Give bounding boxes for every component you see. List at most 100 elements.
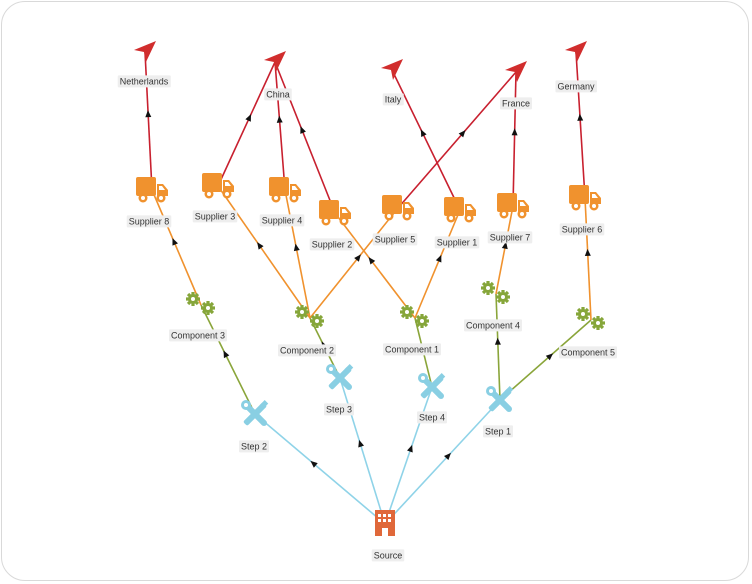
node-label-bg — [238, 440, 270, 453]
gears-icon — [481, 281, 510, 304]
arrowhead-comp2-to-sup5 — [354, 254, 361, 262]
node-sup8[interactable]: Supplier 8 — [126, 177, 172, 228]
tools-icon — [241, 400, 269, 426]
tools-icon — [418, 373, 446, 399]
arrowhead-sup2-to-china — [300, 126, 306, 134]
node-label-bg — [559, 223, 605, 236]
truck-icon — [269, 177, 301, 203]
node-sup3[interactable]: Supplier 3 — [192, 173, 238, 223]
node-label-bg — [259, 214, 305, 227]
node-comp1[interactable]: Component 1 — [382, 305, 442, 356]
node-label: China — [266, 89, 290, 99]
edge-sup8-to-netherlands — [144, 51, 153, 191]
tools-icon — [326, 364, 354, 390]
node-label: Component 4 — [466, 320, 520, 330]
edge-source-to-step2 — [254, 413, 386, 525]
nodes-layer: Source Step 1 Step 2 Step 3 Step 4 Component … — [117, 41, 618, 562]
gears-icon — [400, 305, 429, 328]
gears-icon — [295, 305, 324, 328]
edge-step2-to-comp3 — [200, 304, 256, 415]
node-label: Supplier 1 — [437, 237, 478, 247]
node-step2[interactable]: Step 2 — [238, 400, 270, 453]
node-label-bg — [372, 233, 418, 246]
edge-comp2-to-sup3 — [217, 185, 311, 319]
node-label: Supplier 7 — [490, 232, 531, 242]
edge-sup7-to-france — [512, 71, 517, 207]
edge-sup5-to-france — [397, 71, 517, 209]
node-step4[interactable]: Step 4 — [416, 373, 448, 424]
node-source[interactable]: Source — [371, 510, 405, 562]
node-label: Supplier 4 — [262, 215, 303, 225]
node-label: Supplier 2 — [312, 239, 353, 249]
node-sup2[interactable]: Supplier 2 — [309, 200, 355, 251]
location-arrow-icon — [505, 61, 527, 82]
location-arrow-icon — [134, 41, 156, 62]
edges-layer — [144, 51, 592, 525]
arrowhead-sup7-to-france — [511, 128, 518, 136]
location-arrow-icon — [381, 59, 403, 80]
node-germany[interactable]: Germany — [555, 41, 598, 93]
truck-icon — [136, 177, 168, 203]
node-sup1[interactable]: Supplier 1 — [434, 197, 480, 249]
arrowhead-sup3-to-china — [245, 114, 252, 122]
node-label-bg — [126, 215, 172, 228]
node-comp3[interactable]: Component 3 — [168, 292, 228, 342]
node-italy[interactable]: Italy — [381, 59, 404, 106]
gears-icon — [576, 307, 605, 330]
edge-sup4-to-china — [274, 61, 286, 191]
node-label-bg — [487, 231, 533, 244]
node-label: Component 3 — [171, 330, 225, 340]
edge-step1-to-comp5 — [499, 319, 592, 401]
edge-source-to-step4 — [384, 386, 433, 525]
node-label: Component 1 — [385, 344, 439, 354]
node-sup4[interactable]: Supplier 4 — [259, 177, 305, 227]
edge-comp4-to-sup7 — [495, 205, 514, 295]
node-label-bg — [277, 344, 337, 357]
edge-sup6-to-germany — [575, 51, 586, 199]
node-comp2[interactable]: Component 2 — [277, 305, 337, 357]
node-label-bg — [482, 425, 514, 438]
node-comp5[interactable]: Component 5 — [558, 307, 618, 359]
arrowhead-step2-to-comp3 — [223, 350, 230, 359]
arrowhead-comp5-to-sup6 — [584, 248, 591, 257]
node-label-bg — [463, 319, 523, 332]
edge-sup1-to-italy — [391, 69, 461, 211]
node-sup7[interactable]: Supplier 7 — [487, 193, 533, 244]
node-france[interactable]: France — [499, 61, 533, 110]
node-label: Germany — [557, 81, 595, 91]
arrowhead-sup1-to-italy — [420, 129, 427, 138]
node-comp4[interactable]: Component 4 — [463, 281, 523, 332]
node-netherlands[interactable]: Netherlands — [117, 41, 171, 88]
node-label: Supplier 5 — [375, 234, 416, 244]
node-label-bg — [117, 75, 171, 88]
node-label: Supplier 6 — [562, 224, 603, 234]
node-label: Supplier 3 — [195, 211, 236, 221]
arrowhead-sup6-to-germany — [577, 113, 584, 121]
arrowhead-sup5-to-france — [458, 130, 466, 138]
node-label-bg — [382, 343, 442, 356]
building-icon — [375, 510, 395, 536]
node-step1[interactable]: Step 1 — [482, 386, 514, 438]
node-label: Step 4 — [419, 412, 445, 422]
node-label-bg — [323, 403, 355, 416]
arrowhead-sup8-to-netherlands — [145, 110, 152, 118]
node-label-bg — [192, 210, 238, 223]
node-step3[interactable]: Step 3 — [323, 364, 355, 416]
node-label-bg — [264, 88, 292, 101]
edge-sup2-to-china — [274, 61, 336, 214]
node-label: France — [502, 98, 530, 108]
node-label: Component 5 — [561, 347, 615, 357]
node-label: Italy — [385, 94, 402, 104]
node-china[interactable]: China — [264, 51, 292, 101]
arrowhead-source-to-step1 — [444, 452, 451, 461]
node-sup5[interactable]: Supplier 5 — [372, 195, 418, 246]
edge-source-to-step1 — [384, 399, 501, 525]
node-label-bg — [382, 93, 404, 106]
edge-comp3-to-sup8 — [151, 189, 202, 306]
node-sup6[interactable]: Supplier 6 — [559, 185, 605, 236]
truck-icon — [319, 200, 351, 226]
arrowhead-sup4-to-china — [276, 115, 283, 123]
location-arrow-icon — [264, 51, 286, 72]
location-arrow-icon — [565, 41, 587, 62]
